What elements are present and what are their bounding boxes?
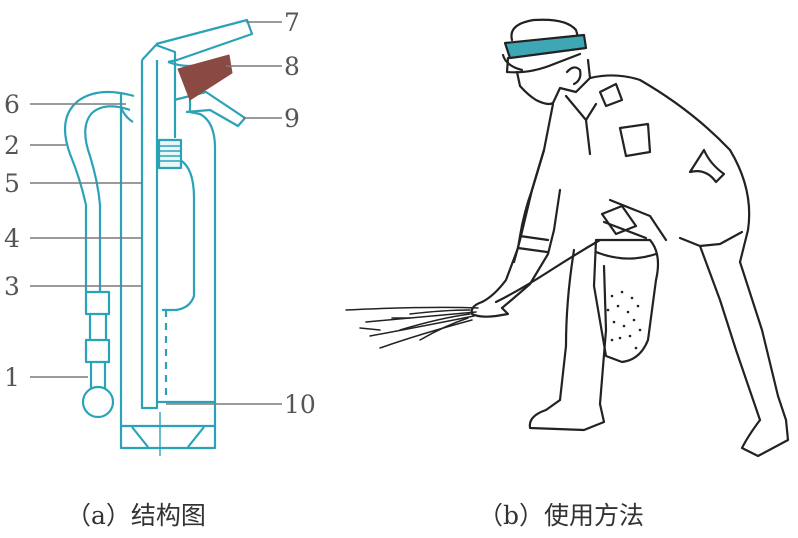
hand — [470, 300, 510, 318]
gas-cartridge — [158, 140, 196, 312]
extinguisher-spray — [345, 306, 479, 349]
callout-5: 5 — [4, 169, 20, 198]
cartridge-cap-threads — [160, 145, 180, 162]
callout-10: 10 — [284, 390, 316, 419]
press-lever — [155, 18, 254, 64]
callout-9: 9 — [284, 104, 300, 133]
hose-coupling-upper — [84, 290, 111, 316]
cartridge-cap — [157, 138, 183, 170]
officer-cap — [501, 18, 588, 74]
callout-numbers: 6 2 5 4 3 1 7 8 9 10 — [4, 8, 316, 419]
carry-handle — [173, 90, 247, 128]
front-shoe — [528, 398, 606, 432]
jacket-belt — [602, 198, 668, 242]
usage-illustration — [345, 18, 790, 458]
caption-structure-diagram: （a）结构图 — [66, 501, 206, 530]
jacket-collar — [564, 94, 598, 156]
officer-head — [515, 58, 592, 106]
nozzle-tip — [81, 385, 115, 419]
cylinder-shoulder-left — [120, 107, 134, 123]
officer-ear — [565, 66, 582, 86]
callout-4: 4 — [4, 224, 20, 253]
callout-8: 8 — [284, 52, 300, 81]
callout-1: 1 — [4, 363, 20, 392]
siphon-tube — [140, 60, 159, 410]
callout-leaders — [30, 21, 282, 405]
discharge-hose-inner — [84, 105, 131, 292]
extinguisher — [592, 204, 660, 364]
callout-3: 3 — [4, 272, 20, 301]
cylinder-base — [121, 424, 215, 448]
front-leg — [558, 248, 608, 406]
nozzle-tube — [88, 314, 108, 340]
callout-7: 7 — [284, 8, 300, 37]
caption-usage-method: （b）使用方法 — [478, 501, 645, 530]
hose-coupling-lower — [84, 338, 111, 364]
extinguisher-texture-dots — [606, 290, 642, 350]
chest-pocket — [618, 122, 652, 158]
extinguisher-structure-diagram — [63, 18, 254, 456]
callout-2: 2 — [4, 131, 20, 160]
valve-stem — [141, 43, 177, 138]
callout-6: 6 — [4, 90, 20, 119]
shoulder-strap — [598, 82, 624, 108]
safety-pin — [177, 54, 233, 101]
back-leg — [698, 244, 788, 422]
discharge-hose — [63, 90, 135, 292]
cylinder-body — [119, 92, 217, 450]
hose — [494, 238, 602, 304]
sleeve-cuff — [516, 234, 550, 254]
nozzle-neck — [89, 362, 107, 388]
back-arm — [688, 148, 726, 184]
back-shoe — [740, 418, 790, 458]
jacket-hem — [678, 230, 744, 248]
front-arm — [480, 148, 562, 310]
